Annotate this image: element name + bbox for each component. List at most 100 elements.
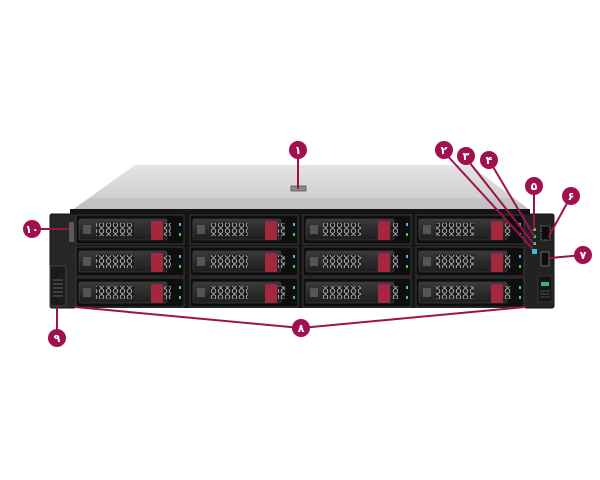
left-rack-ear bbox=[49, 213, 77, 309]
drive-release-handle[interactable] bbox=[151, 253, 163, 272]
drive-side-grille bbox=[391, 223, 398, 236]
drive-vent-grille bbox=[323, 223, 361, 236]
callout-badge-9: ۹ bbox=[48, 329, 66, 347]
callout-badge-2: ۲ bbox=[435, 141, 453, 159]
drive-label-icon bbox=[197, 288, 205, 297]
badge-number: ۱۰ bbox=[25, 223, 38, 236]
drive-release-handle[interactable] bbox=[265, 284, 277, 303]
left-ear-latch bbox=[69, 222, 74, 242]
drive-bay[interactable] bbox=[302, 214, 412, 245]
drive-status-led bbox=[179, 233, 181, 236]
drive-release-handle[interactable] bbox=[151, 221, 163, 240]
drive-side-grille bbox=[278, 286, 285, 299]
drive-side-grille bbox=[278, 223, 285, 236]
drive-release-handle[interactable] bbox=[378, 221, 390, 240]
drive-label-icon bbox=[423, 257, 431, 266]
drive-side-grille bbox=[164, 286, 171, 299]
callout-badge-7: ۷ bbox=[574, 246, 592, 264]
led-uid bbox=[533, 242, 536, 245]
hpe-logo bbox=[541, 282, 549, 286]
badge-circle bbox=[574, 246, 592, 264]
drive-bay[interactable] bbox=[75, 214, 185, 245]
badge-circle bbox=[562, 187, 580, 205]
drive-side-grille bbox=[504, 286, 511, 299]
drive-side-grille bbox=[278, 255, 285, 268]
drive-release-handle[interactable] bbox=[378, 284, 390, 303]
drive-label-icon bbox=[310, 225, 318, 234]
leader-line-2 bbox=[443, 151, 533, 249]
drive-vent-grille bbox=[436, 286, 474, 299]
drive-label-icon bbox=[423, 288, 431, 297]
drive-label-icon bbox=[310, 288, 318, 297]
drive-vent-grille bbox=[210, 255, 248, 268]
drive-vent-grille bbox=[96, 286, 134, 299]
badge-number: ۷ bbox=[580, 249, 587, 262]
drive-activity-led bbox=[406, 255, 408, 258]
led-health bbox=[533, 228, 536, 231]
drive-status-led bbox=[519, 296, 521, 299]
drive-release-handle[interactable] bbox=[378, 253, 390, 272]
drive-bay[interactable] bbox=[415, 246, 525, 277]
drive-vent-grille bbox=[96, 223, 134, 236]
callout-badge-3: ۳ bbox=[457, 147, 475, 165]
drive-side-grille bbox=[164, 255, 171, 268]
drive-vent-grille bbox=[96, 255, 134, 268]
chassis-top-shadow bbox=[72, 198, 530, 210]
drive-activity-led bbox=[179, 255, 181, 258]
drive-bay[interactable] bbox=[189, 214, 299, 245]
usb-port[interactable] bbox=[540, 225, 551, 241]
callout-badge-10: ۱۰ bbox=[23, 220, 41, 238]
drive-label-icon bbox=[83, 257, 91, 266]
drive-side-grille bbox=[391, 286, 398, 299]
drive-status-led bbox=[179, 265, 181, 268]
drive-status-led bbox=[406, 233, 408, 236]
drive-status-led bbox=[179, 296, 181, 299]
model-label-plate bbox=[537, 275, 553, 303]
callout-badge-6: ۶ bbox=[562, 187, 580, 205]
drive-activity-led bbox=[293, 255, 295, 258]
drive-vent-grille bbox=[323, 286, 361, 299]
drive-bay[interactable] bbox=[302, 277, 412, 308]
badge-circle bbox=[292, 319, 310, 337]
drive-vent-grille bbox=[210, 223, 248, 236]
drive-label-icon bbox=[83, 225, 91, 234]
serial-label-pull-tab bbox=[49, 265, 67, 307]
drive-status-led bbox=[293, 265, 295, 268]
drive-release-handle[interactable] bbox=[491, 284, 503, 303]
badge-circle bbox=[48, 329, 66, 347]
drive-activity-led bbox=[293, 223, 295, 226]
drive-side-grille bbox=[504, 255, 511, 268]
drive-release-handle[interactable] bbox=[151, 284, 163, 303]
badge-number: ۶ bbox=[568, 190, 575, 203]
drive-release-handle[interactable] bbox=[491, 221, 503, 240]
drive-bay[interactable] bbox=[302, 246, 412, 277]
badge-number: ۸ bbox=[298, 322, 305, 335]
drive-bay[interactable] bbox=[415, 214, 525, 245]
drive-activity-led bbox=[519, 223, 521, 226]
drive-bay[interactable] bbox=[415, 277, 525, 308]
drive-bay[interactable] bbox=[75, 246, 185, 277]
drive-label-icon bbox=[197, 225, 205, 234]
drive-bay[interactable] bbox=[189, 246, 299, 277]
drive-label-icon bbox=[310, 257, 318, 266]
drive-bay[interactable] bbox=[75, 277, 185, 308]
drive-activity-led bbox=[519, 286, 521, 289]
drive-release-handle[interactable] bbox=[265, 221, 277, 240]
drive-bay[interactable] bbox=[189, 277, 299, 308]
badge-circle bbox=[480, 151, 498, 169]
drive-release-handle[interactable] bbox=[491, 253, 503, 272]
badge-number: ۳ bbox=[463, 150, 470, 163]
drive-status-led bbox=[293, 296, 295, 299]
drive-activity-led bbox=[406, 223, 408, 226]
drive-release-handle[interactable] bbox=[265, 253, 277, 272]
drive-activity-led bbox=[519, 255, 521, 258]
leader-line-3 bbox=[465, 157, 534, 244]
ilo-service-port[interactable] bbox=[540, 251, 550, 267]
badge-number: ۹ bbox=[54, 332, 61, 345]
badge-circle bbox=[289, 141, 307, 159]
led-power bbox=[532, 249, 537, 254]
drive-status-led bbox=[406, 265, 408, 268]
drive-activity-led bbox=[293, 286, 295, 289]
drive-activity-led bbox=[406, 286, 408, 289]
drive-activity-led bbox=[179, 286, 181, 289]
